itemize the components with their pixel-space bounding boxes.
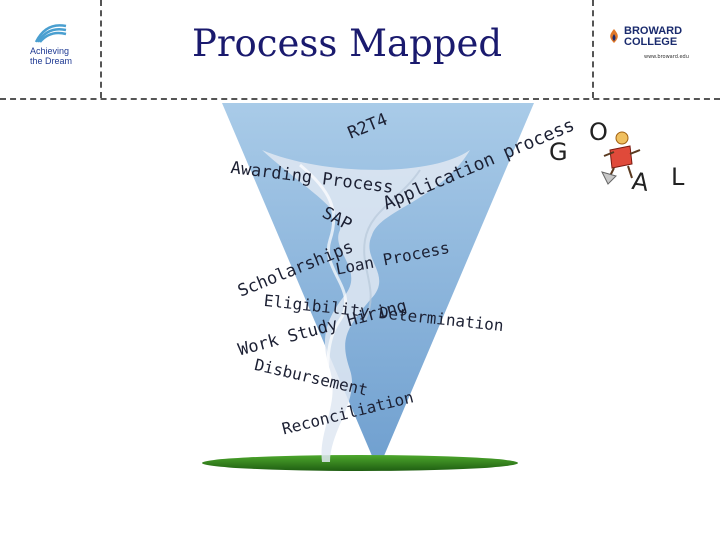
flame-icon [610,29,618,43]
ground [202,455,518,471]
logo-left-line2: the Dream [30,56,73,66]
page-title: Process Mapped [191,22,503,65]
goal-letter-g: G [549,138,568,166]
header-divider [0,98,720,100]
title-box: Process Mapped [100,0,594,98]
goal-letter-l: L [671,163,685,191]
header: Achieving the Dream Process Mapped BROWA… [0,0,720,102]
logo-right-line2: COLLEGE [624,36,678,48]
logo-left-line1: Achieving [30,46,70,56]
broward-college-logo: BROWARD COLLEGE www.broward.edu [606,24,696,64]
wave-icon [34,24,67,43]
achieving-the-dream-logo: Achieving the Dream [24,20,94,80]
logo-right-url: www.broward.edu [644,54,689,60]
goal-letter-o: O [589,118,608,146]
logo-right-line1: BROWARD [624,25,683,37]
tornado-funnel [262,150,470,462]
flying-debris-icon [601,131,641,185]
